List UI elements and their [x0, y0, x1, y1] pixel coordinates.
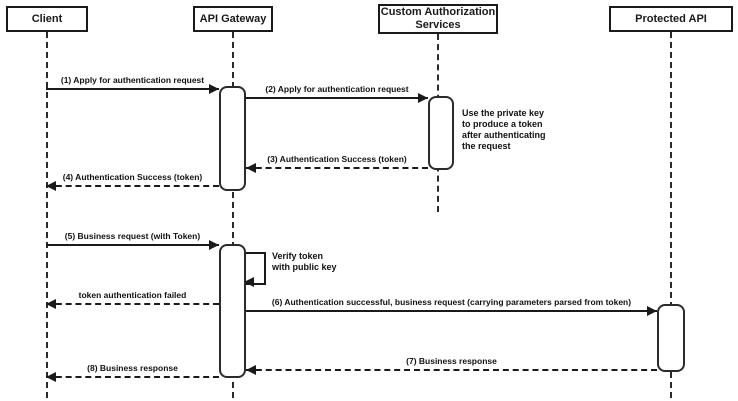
arrowhead-left-icon [244, 277, 254, 287]
arrowhead-left-icon [46, 372, 56, 382]
message-verify-token-self [244, 252, 266, 287]
arrowhead-left-icon [246, 365, 256, 375]
activation-api-gateway-business [219, 244, 246, 378]
note-private-key: Use the private key to produce a token a… [462, 108, 546, 151]
message-label: (7) Business response [406, 356, 497, 366]
lifeline-api-gateway [232, 32, 234, 398]
arrowhead-right-icon [209, 84, 219, 94]
message-label: (2) Apply for authentication request [265, 84, 409, 94]
message-label: (6) Authentication successful, business … [271, 297, 632, 307]
message-line [246, 167, 428, 169]
lifeline-protected-api [670, 32, 672, 398]
message-label: (3) Authentication Success (token) [267, 154, 407, 164]
actor-protected-api: Protected API [609, 6, 733, 32]
lifeline-client [46, 32, 48, 398]
actor-client-label: Client [31, 12, 63, 25]
message-label: (1) Apply for authentication request [60, 75, 205, 85]
message-label: token authentication failed [78, 290, 187, 300]
actor-client: Client [6, 6, 88, 32]
message-line [46, 376, 219, 378]
actor-custom-authorization-services-label: Custom Authorization Services [380, 6, 496, 31]
activation-api-gateway-auth [219, 86, 246, 191]
message-label: (5) Business request (with Token) [64, 231, 201, 241]
message-verify-token-label: Verify token with public key [272, 251, 337, 272]
arrowhead-left-icon [46, 299, 56, 309]
arrowhead-left-icon [246, 163, 256, 173]
message-label: (8) Business response [87, 363, 178, 373]
message-label: (4) Authentication Success (token) [62, 172, 203, 182]
message-line [46, 244, 219, 246]
actor-api-gateway: API Gateway [193, 6, 273, 32]
actor-custom-authorization-services: Custom Authorization Services [378, 4, 498, 34]
arrowhead-right-icon [418, 93, 428, 103]
actor-api-gateway-label: API Gateway [199, 12, 267, 25]
arrowhead-right-icon [209, 240, 219, 250]
activation-custom-authorization-services [428, 96, 454, 170]
message-line [246, 97, 428, 99]
message-line [46, 185, 219, 187]
arrowhead-left-icon [46, 181, 56, 191]
activation-protected-api [657, 304, 685, 372]
actor-protected-api-label: Protected API [635, 12, 707, 25]
arrowhead-right-icon [647, 306, 657, 316]
message-line [46, 88, 219, 90]
message-line [246, 310, 657, 312]
message-line [246, 369, 657, 371]
message-line [46, 303, 219, 305]
